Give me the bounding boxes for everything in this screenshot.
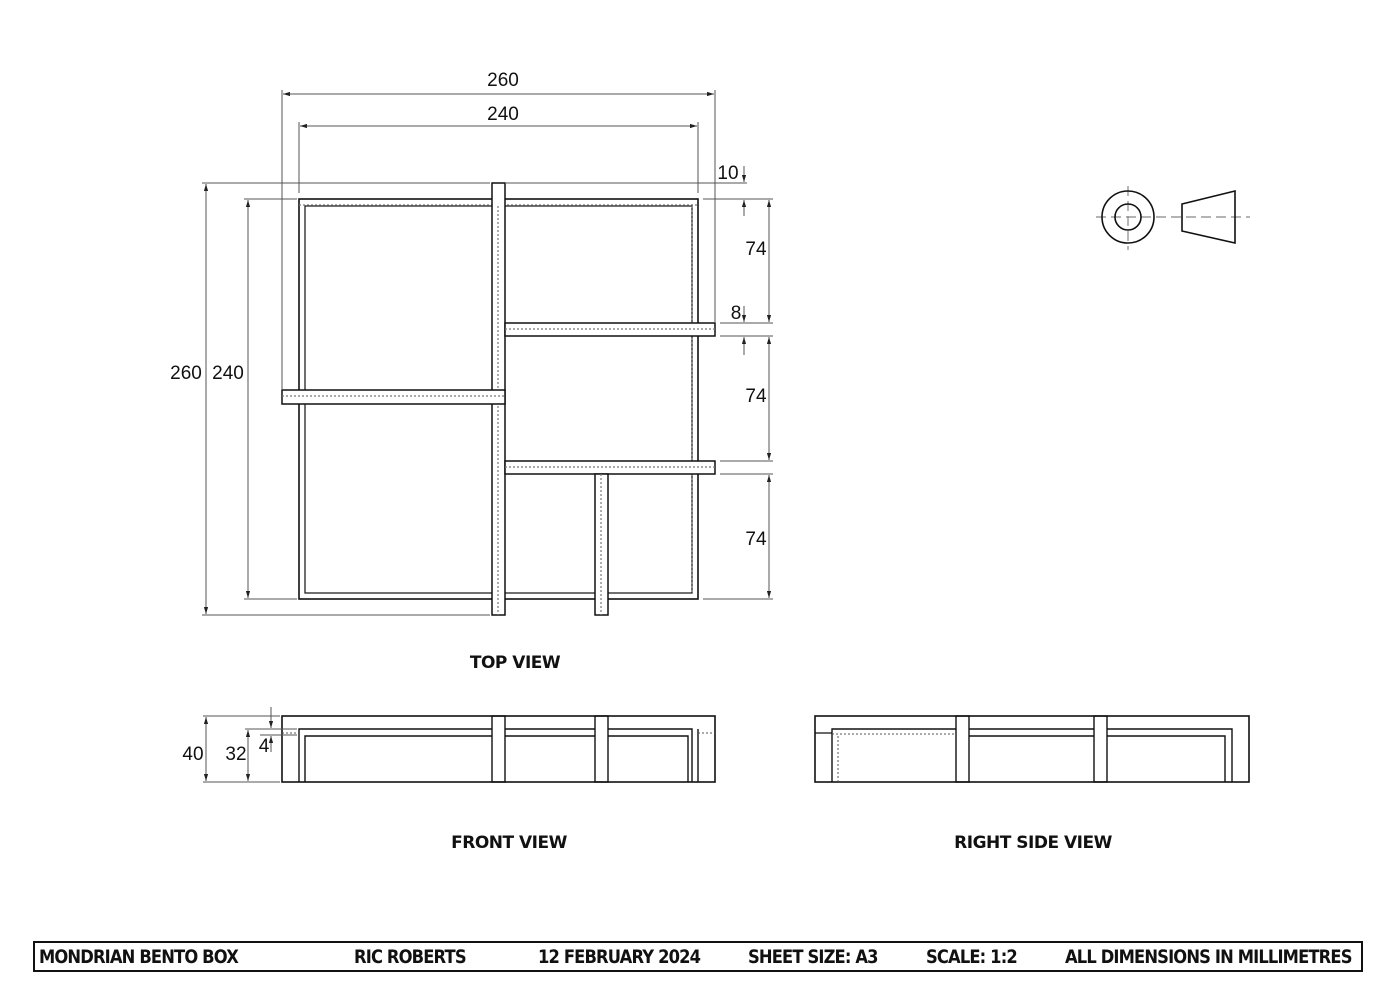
dim-inner-height bbox=[245, 728, 297, 783]
front-view-label: FRONT VIEW bbox=[451, 833, 567, 853]
dim-label-divider-thickness: 8 bbox=[731, 303, 742, 324]
dim-divider-thickness bbox=[720, 306, 773, 355]
dim-label-compartment-2: 74 bbox=[745, 386, 767, 407]
drawing-date: 12 FEBRUARY 2024 bbox=[538, 946, 701, 968]
sheet-size: SHEET SIZE: A3 bbox=[748, 946, 879, 968]
dim-compartment-3 bbox=[703, 473, 773, 600]
title-block: MONDRIAN BENTO BOX RIC ROBERTS 12 FEBRUA… bbox=[33, 941, 1363, 972]
units-note: ALL DIMENSIONS IN MILLIMETRES bbox=[1065, 946, 1352, 968]
top-view-label: TOP VIEW bbox=[470, 653, 561, 673]
dim-label-overall-height: 40 bbox=[182, 744, 203, 765]
dim-label-overall-depth: 260 bbox=[170, 363, 202, 384]
drawing-title: MONDRIAN BENTO BOX bbox=[39, 946, 239, 968]
dim-label-lid-recess: 4 bbox=[259, 736, 270, 757]
dim-compartment-2 bbox=[720, 337, 773, 462]
front-view: 40 32 4 FRONT VIEW bbox=[182, 707, 716, 853]
third-angle-projection-icon bbox=[1096, 186, 1250, 250]
dim-overall-width bbox=[281, 90, 716, 390]
dim-wall-offset bbox=[505, 166, 747, 216]
dim-label-wall-offset: 10 bbox=[717, 163, 738, 184]
dim-label-inner-depth: 240 bbox=[212, 363, 244, 384]
dim-inner-width bbox=[298, 122, 699, 193]
dim-label-inner-width: 240 bbox=[487, 104, 519, 125]
dim-label-compartment-1: 74 bbox=[745, 239, 767, 260]
front-outline bbox=[281, 715, 716, 783]
dim-inner-depth bbox=[244, 198, 297, 600]
right-side-view-label: RIGHT SIDE VIEW bbox=[954, 833, 1112, 853]
divider-left-horizontal bbox=[281, 389, 506, 405]
dim-label-compartment-3: 74 bbox=[745, 529, 767, 550]
side-outline bbox=[814, 715, 1250, 783]
dim-compartment-1 bbox=[703, 198, 773, 324]
dim-overall-depth bbox=[202, 182, 490, 616]
top-view: 260 240 260 240 10 bbox=[170, 70, 773, 673]
drawing-author: RIC ROBERTS bbox=[354, 946, 467, 968]
right-side-view: RIGHT SIDE VIEW bbox=[814, 715, 1250, 853]
dim-lid-recess bbox=[260, 707, 297, 752]
drawing-scale: SCALE: 1:2 bbox=[926, 946, 1018, 968]
dim-label-overall-width: 260 bbox=[487, 70, 519, 91]
dim-label-inner-height: 32 bbox=[225, 744, 246, 765]
